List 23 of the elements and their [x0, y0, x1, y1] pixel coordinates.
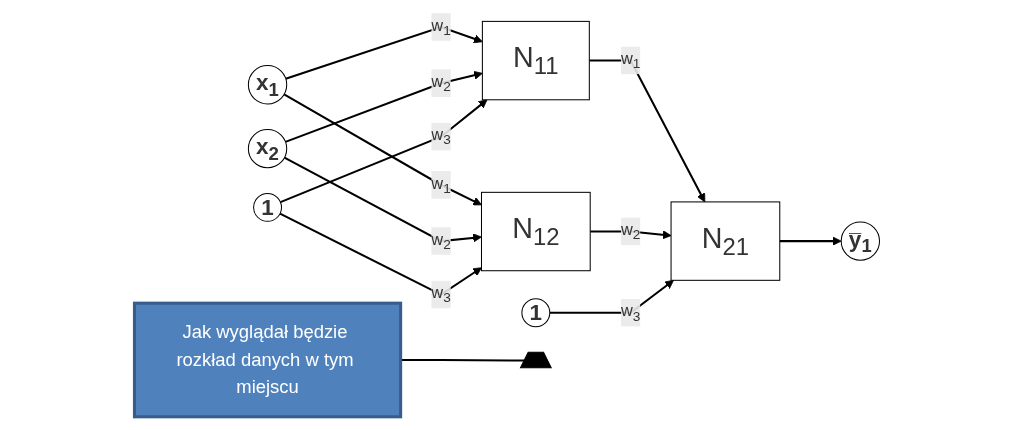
node-circle: y̅$_{1}$ [840, 221, 881, 261]
arrow [284, 156, 482, 243]
edge-label: w$_{3}$ [431, 125, 451, 148]
edge-label: w$_{1}$ [620, 49, 641, 72]
node-box: N$_{21}$ [670, 201, 781, 281]
edge-label: w$_{3}$ [620, 301, 641, 324]
arrow [779, 236, 842, 246]
node-circle: x$_{2}$ [247, 129, 288, 169]
edge-label: w$_{2}$ [431, 230, 451, 252]
edge-label: w$_{2}$ [431, 72, 451, 95]
edge-label: w$_{2}$ [620, 220, 641, 243]
arrow [589, 59, 706, 203]
node-box: Jak wyglądał będzie rozkład danych w tym miejscu [132, 301, 403, 419]
edge-label: w$_{1}$ [431, 174, 451, 196]
node-box: N$_{11}$ [481, 20, 590, 101]
arrow [285, 70, 483, 143]
node-circle: 1 [253, 192, 282, 222]
node-box: N$_{12}$ [481, 191, 591, 272]
edge-label: w$_{3}$ [431, 283, 451, 306]
node-circle: 1 [521, 298, 551, 328]
node-circle: x$_{1}$ [247, 65, 288, 105]
edge-label: w$_{1}$ [431, 16, 451, 38]
node-bar [519, 351, 553, 369]
